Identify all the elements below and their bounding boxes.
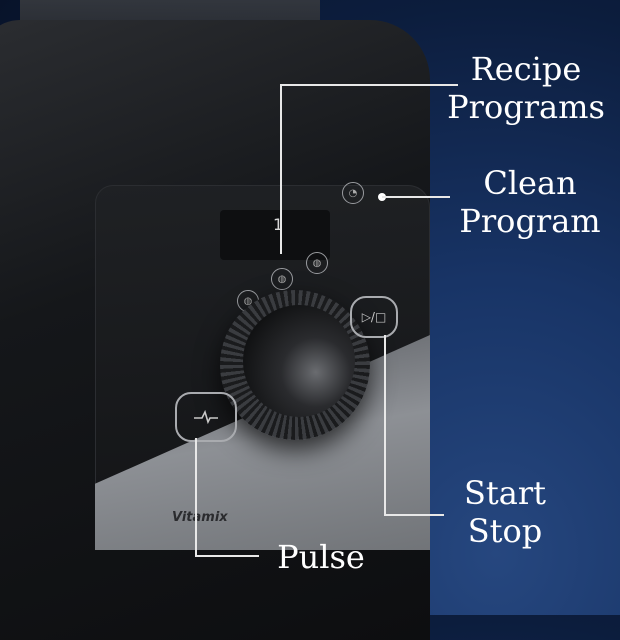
- pulse-wave-icon: [194, 409, 218, 425]
- label-line: Program: [459, 202, 601, 240]
- pulse-button[interactable]: [175, 392, 237, 442]
- recipe-programs-label: Recipe Programs: [438, 50, 614, 126]
- label-line: Recipe: [470, 50, 582, 88]
- label-line: Stop: [467, 512, 543, 550]
- pulse-callout-line-vertical: [195, 438, 197, 556]
- label-line: Programs: [447, 88, 605, 126]
- pulse-callout-line: [195, 555, 259, 557]
- recipe-callout-line-vertical: [280, 84, 282, 254]
- recipe-frozen-icon[interactable]: ◍: [271, 268, 293, 290]
- clean-program-icon[interactable]: ◔: [342, 182, 364, 204]
- dial-cap: [243, 305, 355, 417]
- start-stop-callout-line-vertical: [384, 335, 386, 515]
- label-line: Clean: [483, 164, 577, 202]
- clean-callout-line: [382, 196, 450, 198]
- recipe-callout-line: [280, 84, 458, 86]
- clean-program-label: Clean Program: [450, 164, 610, 240]
- vitamix-logo: Vitamix: [172, 510, 228, 525]
- pulse-label: Pulse: [277, 538, 365, 576]
- display-digit: 1: [273, 215, 284, 234]
- start-stop-label: Start Stop: [450, 474, 560, 550]
- label-line: Start: [463, 474, 546, 512]
- display: [220, 210, 330, 260]
- recipe-soup-icon[interactable]: ◍: [306, 252, 328, 274]
- start-stop-callout-line: [384, 514, 444, 516]
- start-stop-button[interactable]: ▷/□: [350, 296, 398, 338]
